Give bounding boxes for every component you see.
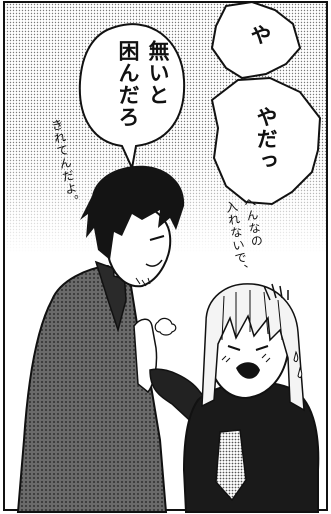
speech-bubble-left	[78, 23, 186, 172]
bubble-left-text-line-2: 困んだろ	[116, 40, 140, 128]
girl-stress-lines	[263, 283, 289, 301]
bubble-shout-top-text: や	[248, 24, 272, 46]
speech-bubble-shout-top	[210, 0, 302, 80]
man-eye	[149, 235, 165, 241]
puff-sfx	[154, 317, 177, 336]
bubble-left-text-line-1: 無いと	[146, 40, 170, 106]
girl-tie	[215, 429, 247, 502]
man-hair	[80, 165, 185, 260]
girl-sweat-drops	[293, 350, 303, 379]
girl-eyes-shut	[227, 345, 269, 351]
girl-blush	[221, 353, 271, 363]
girl-hair-lines	[221, 290, 283, 341]
bubble-shout-mid-text: やだっ	[254, 106, 278, 172]
man-stubble	[135, 277, 151, 287]
man-coat	[16, 264, 168, 513]
man-smile	[145, 259, 163, 267]
girl-hair	[201, 283, 305, 412]
speech-bubble-shout-mid	[210, 76, 322, 206]
girl-mouth	[236, 362, 260, 379]
